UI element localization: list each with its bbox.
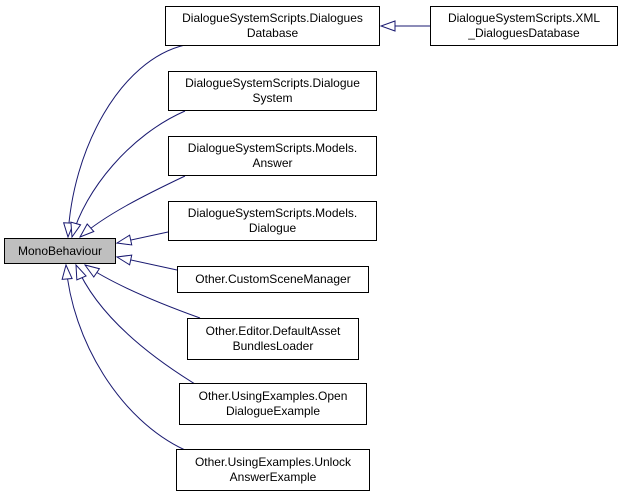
node-dialogues-database[interactable]: DialogueSystemScripts.Dialogues Database	[165, 6, 380, 46]
node-label: MonoBehaviour	[17, 243, 103, 258]
node-monobehaviour: MonoBehaviour	[4, 238, 116, 264]
node-default-asset-bundles-loader[interactable]: Other.Editor.DefaultAsset BundlesLoader	[187, 318, 359, 360]
edge-dialogue-system	[72, 110, 186, 237]
node-label-line-1: Other.UsingExamples.Open	[198, 389, 348, 403]
edge-models-answer	[80, 175, 186, 237]
node-models-answer[interactable]: DialogueSystemScripts.Models. Answer	[168, 136, 377, 176]
node-label-line-1: DialogueSystemScripts.Models.	[187, 141, 358, 155]
node-label-line-2: DialogueExample	[225, 404, 321, 418]
edge-open-dialogue-example	[76, 265, 196, 385]
edge-models-dialogue	[117, 231, 169, 243]
edge-unlock-answer-example	[66, 265, 186, 451]
edge-custom-scene-manager	[117, 257, 178, 271]
node-custom-scene-manager[interactable]: Other.CustomSceneManager	[177, 266, 369, 293]
node-label-line-1: DialogueSystemScripts.Dialogue	[185, 76, 360, 90]
node-open-dialogue-example[interactable]: Other.UsingExamples.Open DialogueExample	[179, 383, 367, 425]
edge-default-asset-bundles-loader	[85, 265, 201, 319]
node-label-line-1: Other.UsingExamples.Unlock	[194, 455, 352, 469]
node-label-line-2: System	[252, 91, 293, 105]
node-models-dialogue[interactable]: DialogueSystemScripts.Models. Dialogue	[168, 201, 377, 241]
node-label-line-2: AnswerExample	[229, 470, 317, 484]
node-label-line-2: _DialoguesDatabase	[468, 26, 580, 40]
node-label-line-1: DialogueSystemScripts.Dialogues	[182, 11, 363, 25]
node-label-line-1: DialogueSystemScripts.XML	[447, 11, 601, 25]
node-label-line-1: DialogueSystemScripts.Models.	[187, 206, 358, 220]
node-label-line-2: Answer	[252, 156, 293, 170]
edge-dialogues-database	[68, 44, 186, 237]
node-unlock-answer-example[interactable]: Other.UsingExamples.Unlock AnswerExample	[176, 449, 370, 491]
node-label-line-2: Dialogue	[248, 221, 297, 235]
node-label-line-2: Database	[246, 26, 299, 40]
node-label-line-2: BundlesLoader	[232, 339, 314, 353]
node-dialogue-system[interactable]: DialogueSystemScripts.Dialogue System	[168, 71, 377, 111]
node-xml-dialogues-database[interactable]: DialogueSystemScripts.XML _DialoguesData…	[430, 6, 618, 46]
node-label: Other.CustomSceneManager	[195, 272, 351, 286]
node-label-line-1: Other.Editor.DefaultAsset	[205, 324, 341, 338]
